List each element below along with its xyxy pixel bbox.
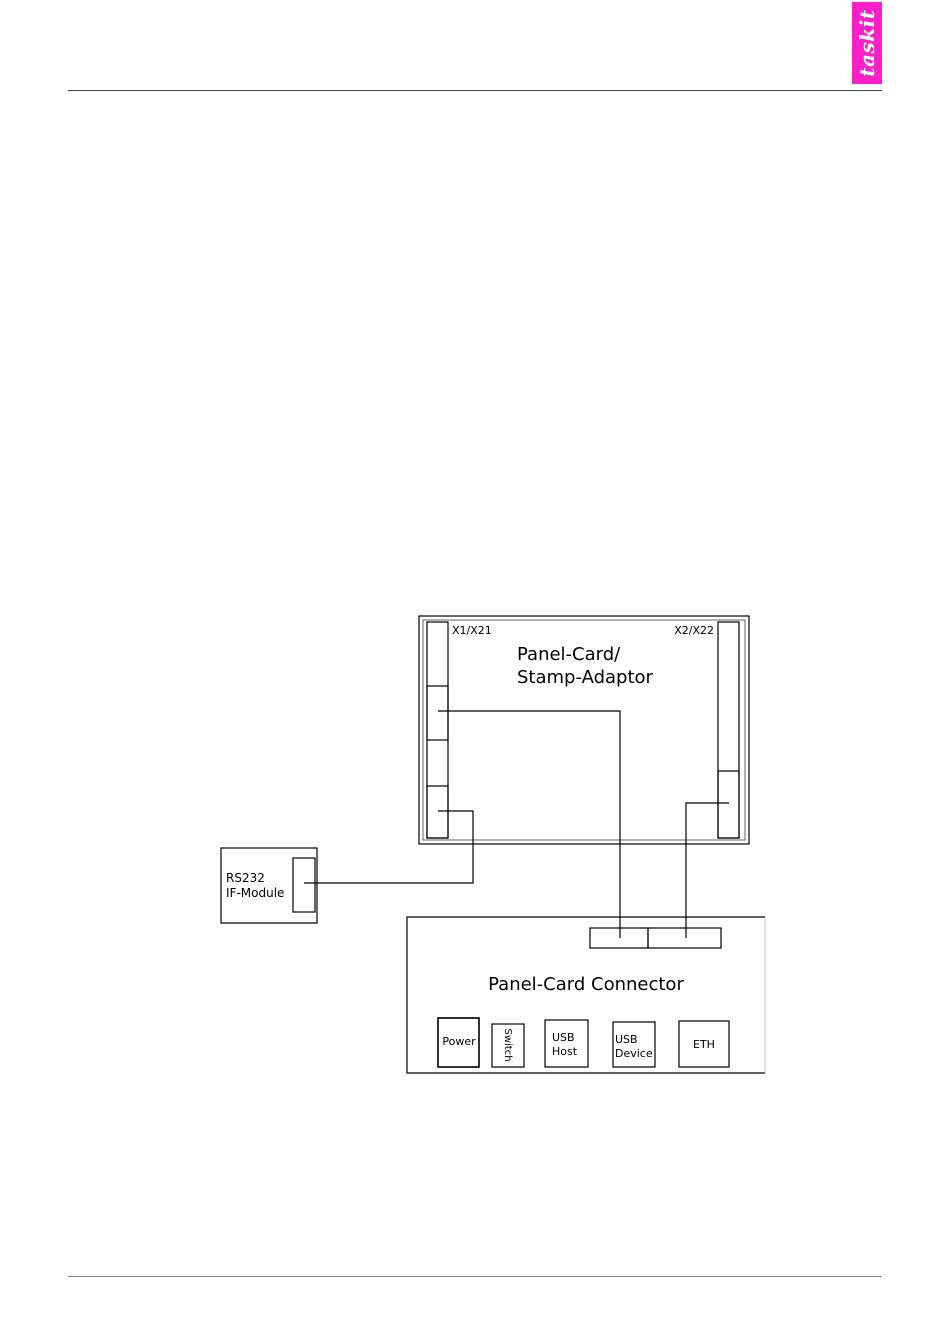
connector-board-title: Panel-Card Connector [488,974,684,995]
connector-x2-x22 [718,622,739,838]
connector-x2-segment-lower [718,771,739,838]
rs232-label-line2: IF-Module [226,886,284,900]
usb-device-label-line1: USB [615,1033,638,1046]
usb-device-label-line2: Device [615,1047,653,1060]
switch-label: Switch [502,1028,513,1061]
label-x2-x22: X2/X22 [674,624,714,637]
eth-label: ETH [693,1038,715,1051]
connector-x1-x21 [427,622,448,838]
wire-x2-to-connector-right [686,803,729,938]
usb-host-label-line1: USB [552,1031,575,1044]
panel-card-title-line1: Panel-Card/ [517,644,621,665]
connector-x1-segment-lower [427,786,448,838]
label-x1-x21: X1/X21 [452,624,492,637]
wire-x1-to-connector-left [438,711,620,938]
panel-card-title-line2: Stamp-Adaptor [517,667,654,688]
connector-board-header-right [648,928,721,948]
power-label: Power [442,1035,476,1048]
rs232-module-connector [293,858,315,912]
connector-x1-segment-upper [427,686,448,740]
rs232-label-line1: RS232 [226,871,265,885]
connector-board-header-left [590,928,648,948]
usb-host-label-line2: Host [552,1045,578,1058]
